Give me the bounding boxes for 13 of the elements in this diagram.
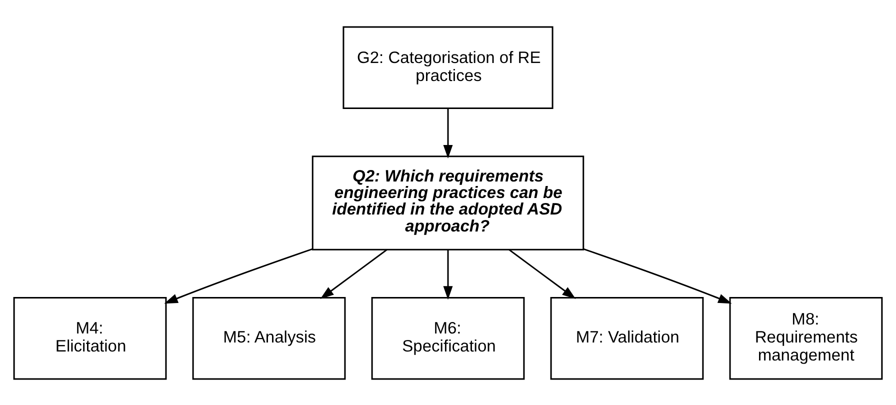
arrow <box>443 250 453 300</box>
arrow <box>443 108 453 158</box>
node-box: M7: Validation <box>550 296 704 380</box>
arrow <box>583 248 732 304</box>
arrow <box>508 248 576 298</box>
node-box: M6: Specification <box>371 296 525 380</box>
arrow <box>320 248 388 298</box>
arrow <box>164 248 313 304</box>
node-box: G2: Categorisation of RE practices <box>342 26 554 108</box>
node-box: M8: Requirements management <box>729 296 883 380</box>
node-box: M4: Elicitation <box>13 296 167 380</box>
node-box: Q2: Which requirements engineering practices can be identified in the adopted ASD approach? <box>312 155 584 250</box>
node-box: M5: Analysis <box>192 296 346 380</box>
